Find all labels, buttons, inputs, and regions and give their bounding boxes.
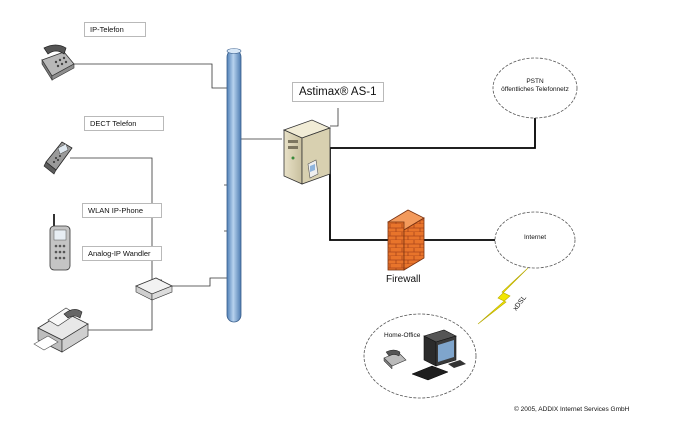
server-tower-icon bbox=[282, 119, 332, 185]
dect-phone-icon bbox=[43, 141, 73, 175]
firewall-brick-icon bbox=[387, 209, 425, 271]
wan-lines bbox=[329, 118, 536, 241]
pstn-subtitle: öffentliches Telefonnetz bbox=[501, 86, 569, 93]
lightning-bolt-icon bbox=[477, 267, 529, 325]
device-connectors bbox=[70, 63, 339, 331]
ip-telefon-label: IP-Telefon bbox=[84, 22, 146, 37]
wlan-phone-label: WLAN IP-Phone bbox=[82, 203, 162, 218]
internet-label: Internet bbox=[523, 234, 547, 241]
analog-adapter-icon bbox=[135, 277, 173, 301]
dect-telefon-label: DECT Telefon bbox=[84, 116, 164, 131]
network-backbone bbox=[226, 48, 242, 323]
home-office-cloud bbox=[363, 313, 477, 399]
computer-icon bbox=[411, 329, 466, 381]
pstn-label: PSTN bbox=[526, 78, 544, 85]
wlan-phone-icon bbox=[49, 214, 71, 271]
pstn-cloud-label: PSTN öffentliches Telefonnetz bbox=[495, 78, 575, 94]
desk-phone-icon bbox=[41, 44, 75, 82]
pstn-cloud bbox=[492, 57, 578, 119]
home-office-label: Home-Office bbox=[384, 332, 421, 339]
firewall-label: Firewall bbox=[386, 274, 421, 285]
fax-machine-icon bbox=[33, 307, 89, 353]
internet-cloud bbox=[494, 211, 576, 269]
server-label: Astimax® AS-1 bbox=[292, 82, 384, 102]
analog-wandler-label: Analog-IP Wandler bbox=[82, 246, 162, 261]
desk-phone-icon bbox=[383, 349, 407, 370]
copyright-text: © 2005, ADDIX Internet Services GmbH bbox=[514, 406, 630, 413]
